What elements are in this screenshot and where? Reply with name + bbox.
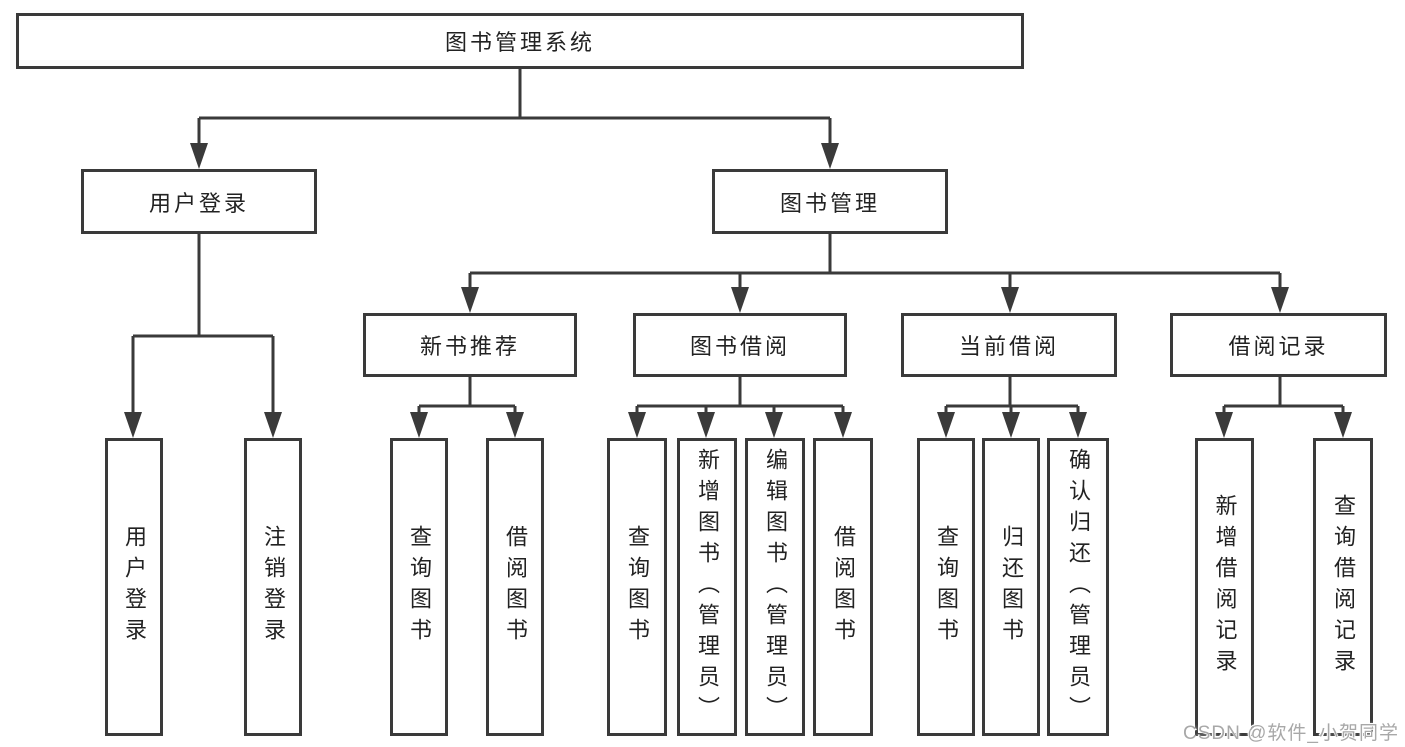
node-label: 新书推荐 bbox=[419, 334, 520, 359]
node-leaf-user-login: 用户登录 bbox=[105, 438, 163, 736]
node-label: 确认归还（管理员） bbox=[1066, 447, 1091, 727]
node-label: 查询图书 bbox=[934, 525, 959, 649]
node-label: 新增图书（管理员） bbox=[695, 447, 720, 727]
node-user-login: 用户登录 bbox=[81, 169, 317, 234]
node-label: 查询借阅记录 bbox=[1331, 494, 1356, 680]
node-label: 借阅图书 bbox=[503, 525, 528, 649]
node-label: 借阅记录 bbox=[1228, 334, 1329, 359]
node-label: 查询图书 bbox=[625, 525, 650, 649]
node-label: 图书管理 bbox=[779, 190, 880, 216]
node-leaf-query-books-2: 查询图书 bbox=[607, 438, 667, 736]
node-leaf-logout: 注销登录 bbox=[244, 438, 302, 736]
node-leaf-query-books-3: 查询图书 bbox=[917, 438, 975, 736]
node-label: 编辑图书（管理员） bbox=[763, 447, 788, 727]
edge-lines bbox=[131, 69, 1345, 418]
node-new-book-recommend: 新书推荐 bbox=[363, 313, 577, 377]
node-label: 查询图书 bbox=[407, 525, 432, 649]
node-leaf-borrow-books-1: 借阅图书 bbox=[486, 438, 544, 736]
node-leaf-edit-books-admin: 编辑图书（管理员） bbox=[745, 438, 805, 736]
node-leaf-add-borrow-record: 新增借阅记录 bbox=[1195, 438, 1254, 736]
node-label: 当前借阅 bbox=[958, 334, 1059, 359]
node-leaf-query-books-1: 查询图书 bbox=[390, 438, 448, 736]
node-label: 用户登录 bbox=[122, 525, 147, 649]
arrowheads bbox=[124, 143, 1352, 438]
node-label: 图书管理系统 bbox=[444, 30, 595, 55]
node-leaf-add-books-admin: 新增图书（管理员） bbox=[677, 438, 737, 736]
node-leaf-borrow-books-2: 借阅图书 bbox=[813, 438, 873, 736]
node-borrowing-records: 借阅记录 bbox=[1170, 313, 1387, 377]
node-label: 借阅图书 bbox=[831, 525, 856, 649]
node-book-management: 图书管理 bbox=[712, 169, 948, 234]
node-leaf-return-books: 归还图书 bbox=[982, 438, 1040, 736]
csdn-watermark: CSDN @软件_小贺同学 bbox=[1183, 723, 1399, 744]
node-label: 注销登录 bbox=[261, 525, 286, 649]
node-label: 图书借阅 bbox=[689, 334, 790, 359]
node-library-management-system: 图书管理系统 bbox=[16, 13, 1024, 69]
node-book-borrowing: 图书借阅 bbox=[633, 313, 847, 377]
node-label: 用户登录 bbox=[148, 190, 249, 216]
node-label: 归还图书 bbox=[999, 525, 1024, 649]
node-leaf-query-borrow-record: 查询借阅记录 bbox=[1313, 438, 1373, 736]
node-current-borrowing: 当前借阅 bbox=[901, 313, 1117, 377]
node-label: 新增借阅记录 bbox=[1212, 494, 1238, 680]
node-leaf-confirm-return-admin: 确认归还（管理员） bbox=[1047, 438, 1109, 736]
